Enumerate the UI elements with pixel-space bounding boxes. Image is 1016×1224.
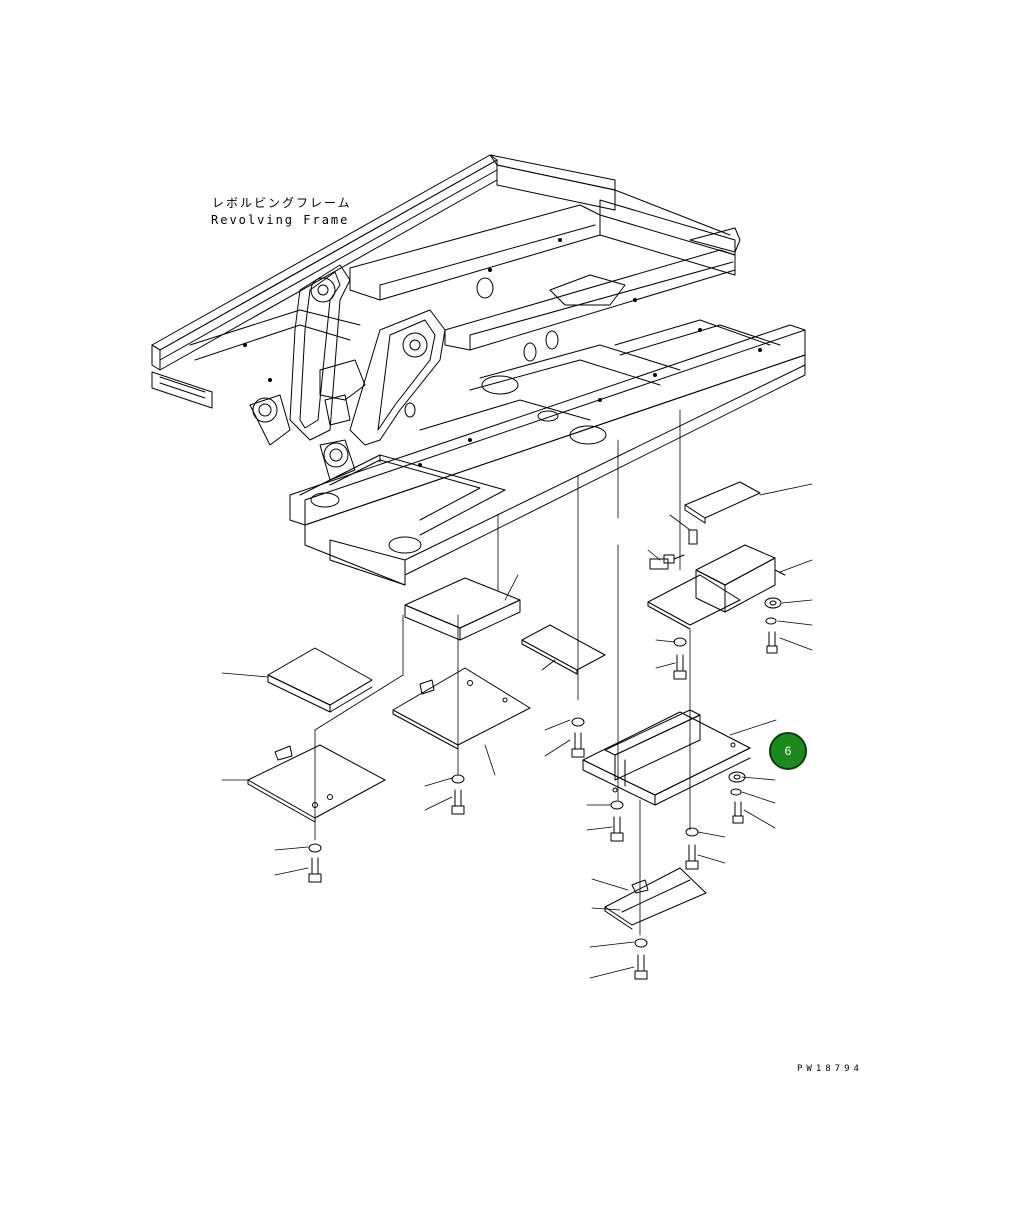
clip [689, 530, 697, 544]
bottom-plate [605, 868, 706, 929]
assembly-leader-lines [315, 410, 690, 935]
undercover-plate-left [248, 745, 385, 822]
callout-number: 6 [784, 744, 792, 758]
cover-plate-b [268, 648, 372, 712]
frame-label-japanese: レボルビングフレーム [212, 196, 352, 210]
undercover-plate-right [583, 710, 750, 805]
box-bracket [648, 545, 785, 629]
cover-plate-a [405, 578, 520, 640]
cover-plate-c [522, 625, 605, 674]
drawing-number: PW18794 [797, 1064, 863, 1074]
bolt-horizontal [650, 555, 684, 569]
bolts-vertical [309, 632, 777, 979]
frame-label-english: Revolving Frame [211, 213, 350, 227]
undercover-plate-middle [393, 668, 530, 749]
part-callout-6[interactable]: 6 [769, 732, 807, 770]
revolving-frame [152, 155, 805, 585]
washers [309, 598, 781, 947]
top-plate [685, 482, 760, 523]
callout-leaders [222, 484, 812, 978]
